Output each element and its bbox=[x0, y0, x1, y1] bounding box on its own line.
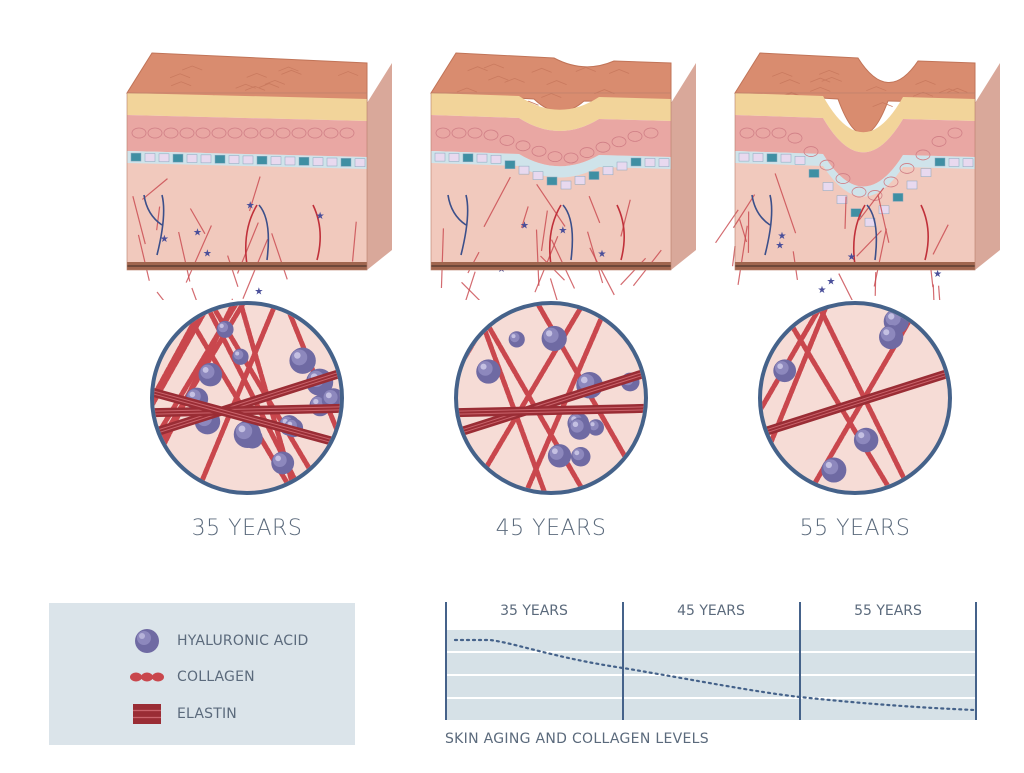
svg-text:★: ★ bbox=[775, 240, 784, 251]
skin-block-55: ★★★★★★ bbox=[715, 52, 1000, 300]
svg-text:★: ★ bbox=[520, 220, 529, 231]
magnified-view-45 bbox=[454, 301, 648, 495]
svg-text:★: ★ bbox=[246, 201, 255, 212]
stratum-corneum bbox=[127, 93, 367, 121]
graph-canvas bbox=[445, 602, 977, 720]
svg-text:★: ★ bbox=[826, 276, 835, 287]
hyaluronic-acid-icon bbox=[135, 629, 159, 653]
graph-column-55: 55 YEARS bbox=[854, 603, 922, 619]
svg-text:★: ★ bbox=[254, 286, 263, 297]
legend-item-elastin: ELASTIN bbox=[49, 700, 355, 728]
svg-text:★: ★ bbox=[847, 252, 856, 263]
skin-cross-sections: ★★★★★★★★★★★★★★★★★★ bbox=[126, 52, 1000, 300]
skin-block-35: ★★★★★★ bbox=[126, 52, 392, 300]
age-label-45: 45 YEARS bbox=[495, 516, 607, 541]
stratum-corneum bbox=[735, 93, 975, 153]
epidermis bbox=[127, 115, 367, 157]
stratum-corneum bbox=[431, 93, 671, 132]
collagen-level-graph: 35 YEARS 45 YEARS 55 YEARS bbox=[445, 600, 977, 720]
svg-text:★: ★ bbox=[778, 231, 787, 242]
age-label-35: 35 YEARS bbox=[191, 516, 303, 541]
svg-text:★: ★ bbox=[160, 234, 169, 245]
collagen-icon bbox=[130, 672, 164, 682]
graph-column-35: 35 YEARS bbox=[500, 603, 568, 619]
svg-text:★: ★ bbox=[597, 249, 606, 260]
legend-item-hyaluronic-acid: HYALURONIC ACID bbox=[49, 627, 355, 655]
legend-item-collagen: COLLAGEN bbox=[49, 663, 355, 691]
magnified-view-55 bbox=[758, 301, 952, 495]
svg-text:★: ★ bbox=[933, 269, 942, 280]
collagen-level-curve bbox=[453, 638, 977, 712]
elastin-icon bbox=[133, 704, 161, 724]
magnified-dermis-views bbox=[150, 301, 952, 495]
svg-text:★: ★ bbox=[527, 299, 536, 300]
svg-text:★: ★ bbox=[558, 226, 567, 237]
svg-text:★: ★ bbox=[316, 211, 325, 222]
legend-label-hyaluronic-acid: HYALURONIC ACID bbox=[177, 633, 309, 649]
svg-text:★: ★ bbox=[817, 285, 826, 296]
legend: HYALURONIC ACID COLLAGEN ELASTIN bbox=[49, 603, 355, 745]
svg-text:★: ★ bbox=[193, 228, 202, 239]
legend-label-elastin: ELASTIN bbox=[177, 706, 237, 722]
graph-caption: SKIN AGING AND COLLAGEN LEVELS bbox=[445, 731, 709, 747]
epidermis bbox=[431, 115, 671, 167]
legend-label-collagen: COLLAGEN bbox=[177, 669, 255, 685]
magnified-view-35 bbox=[150, 301, 344, 495]
age-label-55: 55 YEARS bbox=[799, 516, 911, 541]
graph-column-45: 45 YEARS bbox=[677, 603, 745, 619]
svg-text:★: ★ bbox=[203, 249, 212, 260]
svg-text:★: ★ bbox=[628, 299, 637, 300]
skin-block-45: ★★★★★★ bbox=[430, 52, 696, 300]
